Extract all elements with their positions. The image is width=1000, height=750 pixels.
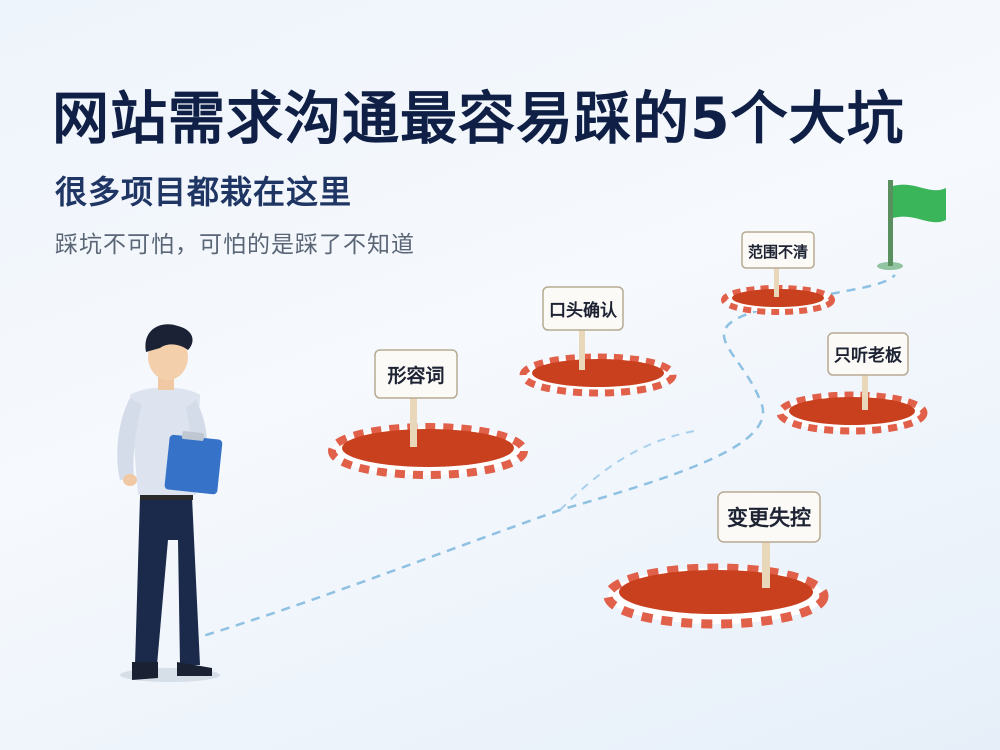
pitfall-4-label: 只听老板 <box>834 345 903 366</box>
pitfall-5-label: 变更失控 <box>727 506 811 530</box>
pitfall-3: 范围不清 <box>721 231 835 315</box>
pitfall-5: 变更失控 <box>603 491 829 629</box>
page-subtitle: 很多项目都栽在这里 <box>55 173 353 211</box>
page-tagline: 踩坑不可怕，可怕的是踩了不知道 <box>55 232 415 258</box>
pitfall-1: 形容词 <box>328 349 528 479</box>
dashed-path-branch <box>559 429 701 511</box>
pitfall-2: 口头确认 <box>519 286 677 397</box>
person-figure <box>117 324 223 682</box>
pitfall-3-label: 范围不清 <box>748 243 808 261</box>
pitfall-2-label: 口头确认 <box>549 300 618 321</box>
pitfall-4: 只听老板 <box>776 332 928 435</box>
clipboard-icon <box>164 431 223 495</box>
pitfall-1-label: 形容词 <box>387 364 444 387</box>
page-title: 网站需求沟通最容易踩的5个大坑 <box>52 86 905 152</box>
goal-flag-icon <box>877 180 946 270</box>
